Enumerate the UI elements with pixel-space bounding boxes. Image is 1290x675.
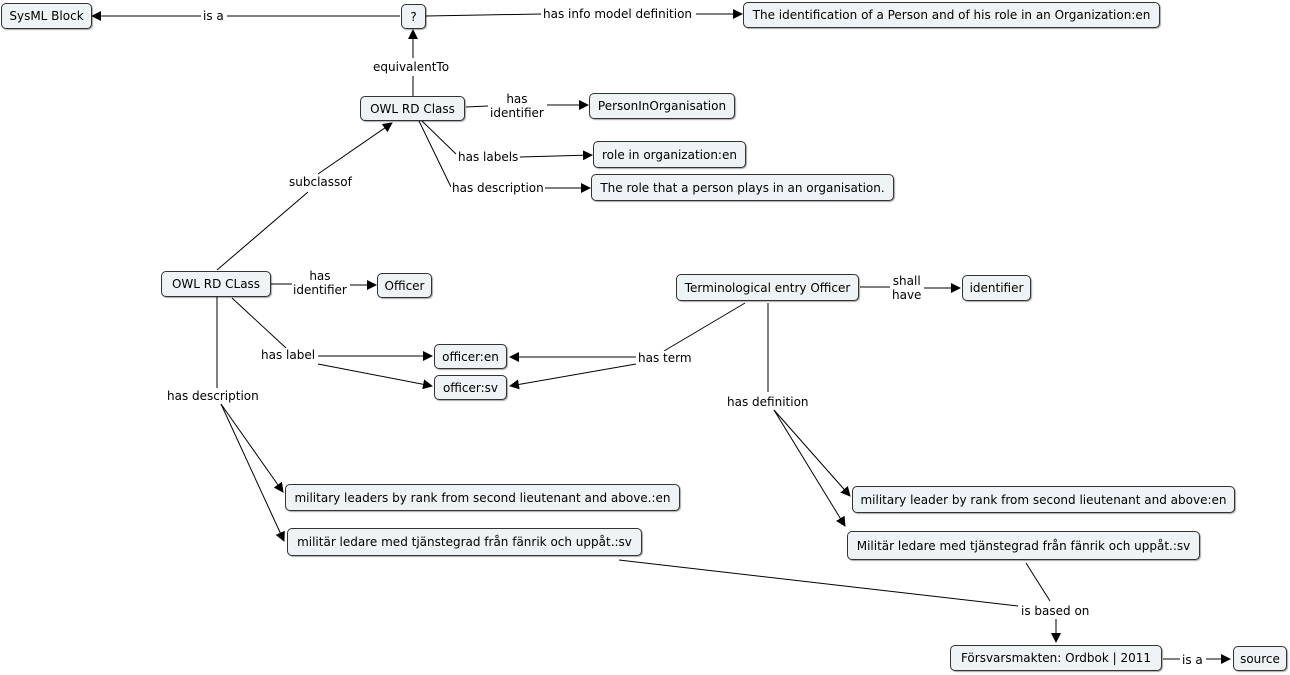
concept-unknown[interactable]: ? [401, 4, 426, 29]
link-arrow [220, 403, 284, 493]
concept-forsvarsmakten-ordbok[interactable]: Försvarsmakten: Ordbok | 2011 [950, 645, 1162, 671]
concept-person-in-organisation[interactable]: PersonInOrganisation [589, 93, 735, 119]
link-arrow [509, 363, 637, 390]
concept-officer-en[interactable]: officer:en [434, 344, 507, 369]
concept-sysml-block[interactable]: SysML Block [1, 3, 92, 29]
link-line [663, 302, 746, 352]
concept-source[interactable]: source [1233, 646, 1287, 671]
concept-role-label[interactable]: role in organization:en [593, 141, 746, 168]
link-line [231, 297, 287, 349]
link-line [1025, 562, 1051, 602]
link-label-is-a: is a [202, 9, 225, 23]
link-arrow [317, 363, 433, 390]
link-label-has-labels: has labels [457, 150, 520, 164]
link-label-is-based-on: is based on [1020, 604, 1091, 618]
link-label-has-info-model-definition: has info model definition [542, 7, 694, 21]
concept-owl-rd-class-top[interactable]: OWL RD Class [360, 96, 465, 121]
link-line [216, 191, 309, 271]
link-label-equivalent-to: equivalentTo [372, 60, 451, 74]
concept-officer[interactable]: Officer [377, 273, 432, 298]
link-line [418, 120, 452, 188]
link-line [465, 105, 489, 108]
concept-identifier[interactable]: identifier [962, 275, 1031, 301]
link-arrow [519, 150, 593, 161]
link-label-has-term: has term [637, 351, 693, 365]
link-label-has-definition: has definition [726, 395, 810, 409]
concept-military-leader-en[interactable]: military leader by rank from second lieu… [852, 486, 1235, 513]
concept-militar-ledare-sv-2[interactable]: Militär ledare med tjänstegrad från fänr… [847, 531, 1200, 560]
concept-military-leaders-en[interactable]: military leaders by rank from second lie… [285, 484, 680, 511]
link-label-has-description: has description [451, 181, 545, 195]
link-label-is-a: is a [1181, 653, 1204, 667]
concept-officer-sv[interactable]: officer:sv [434, 375, 507, 400]
link-arrow [317, 122, 393, 175]
link-label-has-identifier: has identifier [489, 92, 545, 120]
link-line [421, 120, 457, 155]
link-label-has-description: has description [166, 389, 260, 403]
link-arrow [220, 403, 285, 542]
concept-identification-definition[interactable]: The identification of a Person and of hi… [743, 2, 1160, 28]
link-line [425, 13, 542, 17]
link-label-has-label: has label [260, 348, 317, 362]
link-arrow [773, 409, 846, 527]
concept-militar-ledare-sv[interactable]: militär ledare med tjänstegrad från fänr… [287, 528, 642, 556]
link-label-subclassof: subclassof [288, 175, 353, 189]
link-label-has-identifier: has identifier [292, 269, 348, 297]
link-label-shall-have: shall have [891, 274, 923, 302]
link-line [618, 559, 1019, 607]
concept-terminological-entry[interactable]: Terminological entry Officer [676, 274, 859, 301]
concept-role-description[interactable]: The role that a person plays in an organ… [591, 174, 894, 201]
concept-owl-rd-class-left[interactable]: OWL RD CLass [161, 271, 271, 297]
link-arrow [773, 409, 851, 497]
